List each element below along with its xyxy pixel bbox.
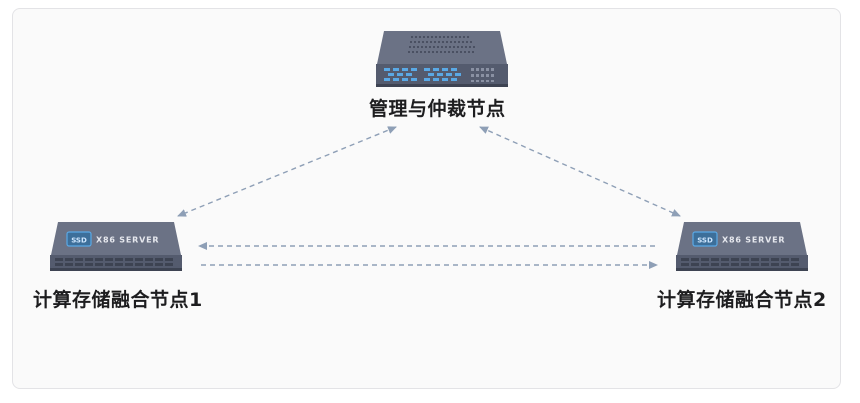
node-label-compute-storage-2: 计算存储融合节点2 xyxy=(657,289,827,311)
ssd-badge: SSD xyxy=(697,237,713,245)
link-mgmt-node1 xyxy=(177,126,397,217)
server-icon: SSD X86 SERVER xyxy=(50,222,182,271)
server-icon: SSD X86 SERVER xyxy=(676,222,808,271)
node-label-compute-storage-1: 计算存储融合节点1 xyxy=(33,289,203,311)
server-model-text: X86 SERVER xyxy=(722,236,785,245)
node-label-management: 管理与仲裁节点 xyxy=(369,98,506,120)
link-mgmt-node2 xyxy=(479,126,681,217)
switch-icon xyxy=(376,31,508,87)
server-model-text: X86 SERVER xyxy=(96,236,159,245)
ssd-badge: SSD xyxy=(71,237,87,245)
